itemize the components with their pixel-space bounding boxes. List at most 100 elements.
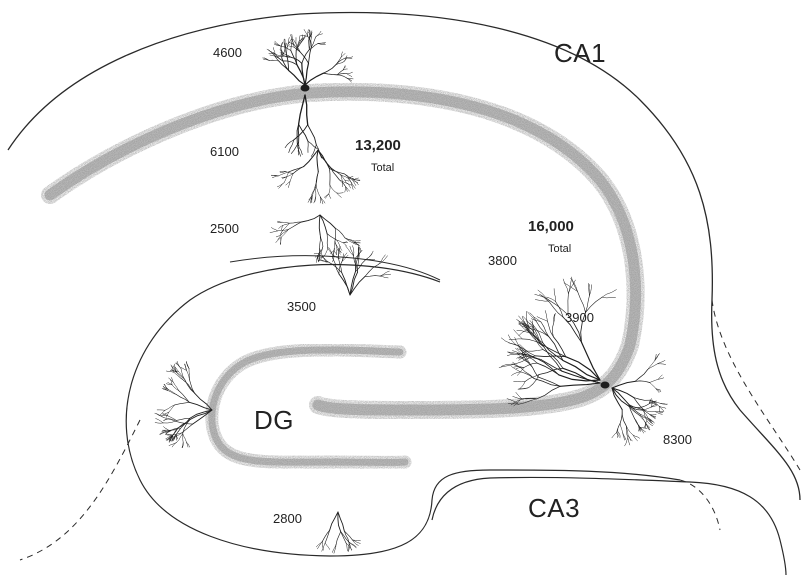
dendrite-branch <box>340 246 342 250</box>
dendrite-branch <box>173 382 178 390</box>
dendrite-branch <box>175 402 190 405</box>
dendrite-branch <box>537 317 548 322</box>
ca3-total-value: 16,000 <box>528 218 574 235</box>
dendrite-branch <box>323 530 330 541</box>
dendrite-branch <box>541 359 562 371</box>
count-ca1-basal: 3500 <box>287 299 316 314</box>
dendrite-branch <box>311 187 315 196</box>
dendrite-branch <box>538 290 550 301</box>
fissure-line <box>230 256 440 280</box>
dendrite-branch <box>511 367 520 372</box>
dendrite-branch <box>176 395 189 403</box>
dendrite-branch <box>635 369 648 381</box>
dendrite-branch <box>642 403 651 407</box>
dendrite-branch <box>350 276 365 295</box>
dendrite-branch <box>335 228 345 238</box>
dendrite-branch <box>278 222 283 223</box>
dendrite-branch <box>612 433 617 438</box>
dendrite-branch <box>318 44 326 45</box>
dendrite-branch <box>345 238 354 242</box>
dendrite-branch <box>316 187 320 197</box>
dendrite-branch <box>330 169 345 174</box>
dendrite-branch <box>169 405 175 412</box>
dendrite-branch <box>298 142 299 155</box>
dendrite-branch <box>643 407 651 409</box>
dendrite-branch <box>339 274 350 295</box>
dendrite-branch <box>183 434 187 443</box>
dendrite-branch <box>345 187 346 193</box>
dendrite-branch <box>657 364 665 365</box>
neuron-soma <box>601 382 609 388</box>
dendrite-branch <box>650 383 656 389</box>
dendrite-branch <box>269 60 279 61</box>
dendrite-branch <box>282 222 289 223</box>
dendrite-branch <box>650 379 659 382</box>
dendrite-branch <box>635 381 650 383</box>
dendrite-branch <box>300 52 308 63</box>
dendrite-branch <box>358 257 359 272</box>
dendrite-branch <box>329 185 330 194</box>
dendrite-branch <box>545 311 547 322</box>
dendrite-branch <box>298 124 299 142</box>
dendrite-branch <box>334 544 336 553</box>
dendrite-branch <box>169 378 174 383</box>
dendrite-branch <box>189 379 194 393</box>
dendrite-branch <box>325 543 330 550</box>
dendrite-branch <box>302 50 310 64</box>
ca3-lower-outline <box>432 477 786 575</box>
dendrite-branch <box>319 215 320 235</box>
dendrite-branch <box>318 150 331 168</box>
dendrite-branch <box>554 289 555 302</box>
dendrite-branch <box>270 231 278 233</box>
dendrite-branch <box>380 271 389 276</box>
dendrite-branch <box>509 339 522 340</box>
dendrite-branch <box>304 150 318 167</box>
dendrite-branch <box>272 176 278 178</box>
dentate-outline-dashed <box>20 420 140 560</box>
dendrite-branch <box>648 364 658 370</box>
dendrite-branch <box>633 435 638 441</box>
dendrite-branch <box>346 187 350 192</box>
dendrite-branch <box>289 140 294 153</box>
dendrite-branch <box>176 418 189 420</box>
dendrite-branch <box>337 193 344 194</box>
dendrite-branch <box>305 73 323 85</box>
dendrite-branch <box>330 169 331 185</box>
dendrite-branch <box>552 323 553 337</box>
dendrite-branch <box>271 228 277 231</box>
dendrite-branch <box>329 194 331 199</box>
count-ca3-basal: 8300 <box>663 432 692 447</box>
dendrite-branch <box>501 338 516 345</box>
dendrite-branch <box>327 234 328 248</box>
region-label-ca1: CA1 <box>554 38 606 69</box>
dendrite-branch <box>323 65 336 74</box>
dendrite-branch <box>179 391 190 403</box>
dendrite-branch <box>648 360 655 369</box>
count-ca3-apical-distal: 3800 <box>488 253 517 268</box>
dendrite-branch <box>165 405 175 410</box>
dendrite-branch <box>534 317 542 322</box>
dendrite-branch <box>318 150 330 169</box>
dendrite-branch <box>519 382 525 390</box>
dendrite-branch <box>342 255 348 261</box>
dendrite-branch <box>172 443 176 448</box>
dendrite-branch <box>347 74 352 77</box>
dendrite-branch <box>325 248 328 256</box>
dendrite-branch <box>365 276 380 277</box>
dendrite-branch <box>293 167 303 174</box>
dendrite-branch <box>590 285 592 296</box>
dendrite-branch <box>323 73 337 75</box>
dendrite-branch <box>525 375 539 382</box>
dendrite-branch <box>156 419 164 423</box>
dendrite-branch <box>336 532 341 545</box>
dendrite-branch <box>276 237 282 242</box>
dendrite-branch <box>277 221 282 222</box>
dendrite-branch <box>634 398 650 401</box>
dendrite-branch <box>380 276 388 278</box>
dendrite-branch <box>325 530 330 543</box>
dendrite-branch <box>358 245 359 256</box>
dendrite-branch <box>622 410 626 426</box>
dendrite-branch <box>155 423 163 424</box>
dendrite-branch <box>537 322 549 337</box>
